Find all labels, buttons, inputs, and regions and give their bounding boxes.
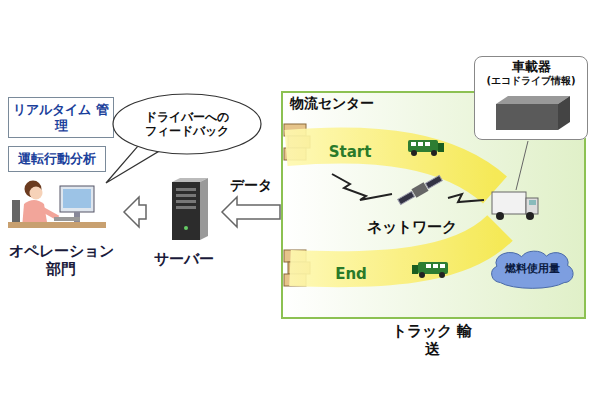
server-icon <box>184 226 188 230</box>
server-icon <box>176 194 196 197</box>
truck-icon <box>412 262 448 278</box>
hollow-arrow <box>222 197 280 227</box>
truck-icon <box>526 198 538 214</box>
truck-icon <box>418 142 423 146</box>
server-icon <box>172 182 200 240</box>
operator-illustration <box>8 181 106 229</box>
truck-icon <box>419 272 425 278</box>
server-icon <box>200 178 208 240</box>
end-band-label-text: End <box>335 265 367 283</box>
truck-icon <box>426 264 431 268</box>
region-outline <box>282 92 585 318</box>
radio-signal <box>332 174 392 200</box>
route-band <box>286 145 495 190</box>
operator-illustration <box>40 208 58 218</box>
leader-line <box>516 141 528 190</box>
onboard-device <box>496 96 570 130</box>
truck-icon <box>529 200 536 205</box>
truck-icon <box>412 265 418 274</box>
truck-icon <box>496 212 504 220</box>
speech-bubble: ドライバーへの フィードバック <box>112 93 262 155</box>
truck-icon <box>408 140 444 156</box>
satellite-icon <box>411 182 428 198</box>
truck-icon <box>411 150 417 156</box>
server-icon <box>172 178 208 240</box>
onboard-device <box>496 104 558 130</box>
operator-illustration <box>8 222 106 228</box>
server-node: サーバー <box>148 176 220 270</box>
truck-icon <box>492 192 538 220</box>
truck-icon <box>438 143 444 152</box>
onboard-device <box>496 96 570 104</box>
truck-icon <box>431 150 437 156</box>
onboard-unit-text: 車載器 <box>512 59 551 75</box>
hollow-arrow <box>124 197 146 227</box>
truck-icon <box>425 142 430 146</box>
radio-signal <box>332 174 484 202</box>
fuel-cloud: 燃料使用量 <box>488 252 577 286</box>
satellite-icon <box>425 175 442 188</box>
route-band <box>286 145 500 269</box>
device-box-fill <box>474 56 588 140</box>
end-band-label: End <box>328 259 374 289</box>
onboard-unit: 車載器(エコドライブ情報) <box>474 56 588 140</box>
logistics-center: 物流センター StartEnd 燃料使用量 <box>282 92 585 318</box>
truck-icon <box>440 264 445 268</box>
operator-illustration <box>60 186 94 212</box>
speech-bubble-text: ドライバーへの フィードバック <box>137 110 237 139</box>
caption-label: ネットワーク <box>362 218 462 236</box>
operator-illustration <box>54 217 80 221</box>
function-box-text: リアルタイム 管理 <box>13 102 109 133</box>
satellite-icon <box>397 174 444 207</box>
operator-illustration <box>63 189 91 208</box>
operator-illustration <box>30 187 43 200</box>
edge-label: データ <box>230 177 272 194</box>
truck-icon <box>526 212 534 220</box>
server-icon <box>176 200 196 203</box>
start-band-label: Start <box>322 137 378 167</box>
truck-icon <box>439 272 445 278</box>
operation-department-text: オペレーション 部門 <box>6 242 116 278</box>
server-icon <box>176 206 196 209</box>
truck-icon <box>433 264 438 268</box>
truck-icon <box>492 192 526 214</box>
bubble-body <box>113 94 261 154</box>
function-box: リアルタイム 管理 <box>8 97 114 138</box>
radio-signal <box>448 194 484 202</box>
operation-department: オペレーション 部門 <box>0 172 122 280</box>
function-box-text: 運転行動分析 <box>18 151 96 167</box>
function-box: 運転行動分析 <box>8 146 106 172</box>
onboard-device <box>558 96 570 130</box>
satellite-icon <box>398 191 415 204</box>
truck-icon <box>411 142 416 146</box>
server-icon <box>176 188 196 191</box>
server-node-text: サーバー <box>154 250 214 268</box>
caption-label: トラック 輸送 <box>390 322 474 358</box>
start-band-label-text: Start <box>329 143 372 161</box>
logistics-center-text: 物流センター <box>290 95 374 112</box>
cloud-shape <box>492 251 573 288</box>
fuel-cloud-text: 燃料使用量 <box>505 262 560 275</box>
onboard-unit-text: (エコドライブ情報) <box>486 75 575 87</box>
